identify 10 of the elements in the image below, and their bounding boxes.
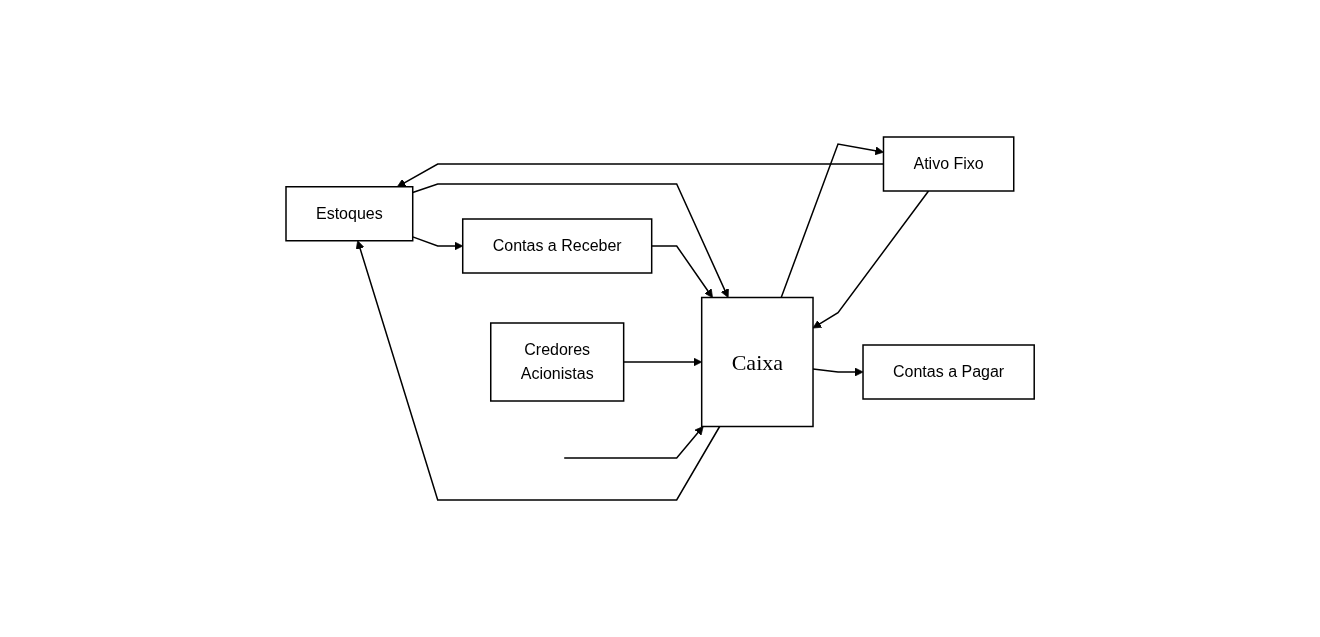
node-box: Contas a Pagar <box>862 344 1035 400</box>
node-box: Contas a Receber <box>461 218 653 274</box>
arrow <box>355 240 721 501</box>
node-box: Caixa <box>700 296 814 428</box>
node-box: Credores Acionistas <box>489 322 625 402</box>
node-box: Ativo Fixo <box>882 136 1015 192</box>
node-box: Estoques <box>285 186 414 242</box>
arrow <box>780 143 884 299</box>
arrow <box>563 426 704 459</box>
arrow <box>812 190 930 329</box>
